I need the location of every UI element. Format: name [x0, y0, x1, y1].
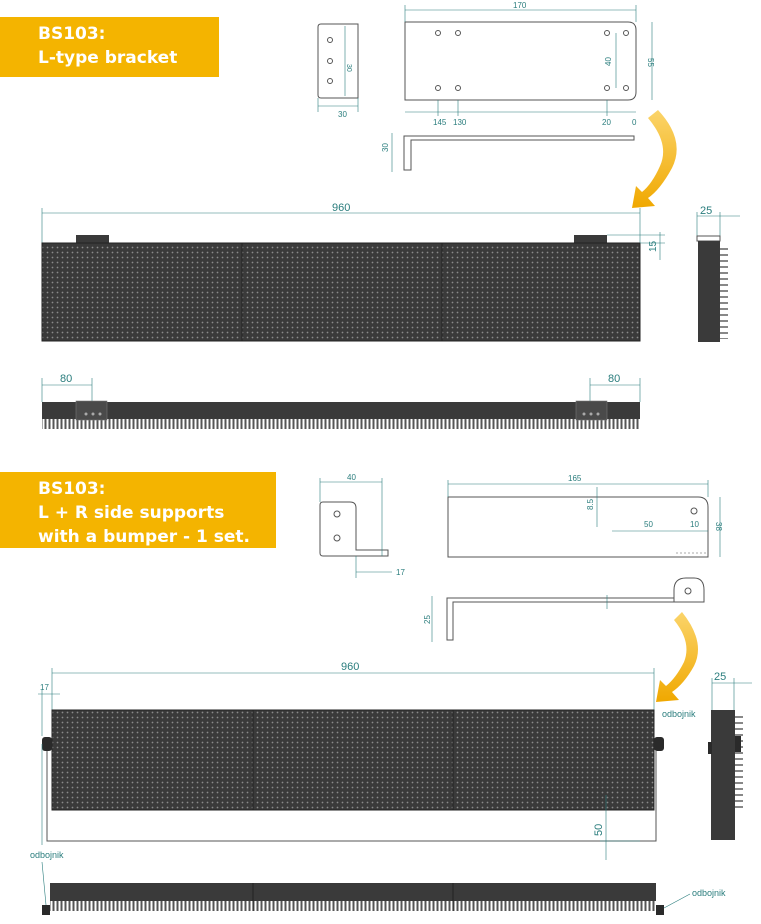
bracket-profile-view [391, 133, 635, 172]
bracket-offset-0: 0 [632, 118, 637, 127]
arrow-icon [656, 612, 698, 702]
bumper-label-top: odbojnik [662, 709, 696, 719]
panel-1-front-view [41, 208, 665, 342]
support-profile-height-dimension: 25 [423, 615, 432, 624]
support-length-dimension: 165 [568, 474, 582, 483]
bracket-height-dimension: 55 [646, 58, 655, 67]
panel-2-drop-dimension: 50 [593, 824, 605, 836]
bracket-description: L-type bracket [38, 48, 178, 68]
bracket-profile-height-dimension: 30 [381, 143, 390, 152]
support-hole-offset-50: 50 [644, 520, 653, 529]
bumper-label-bottom: odbojnik [692, 888, 726, 898]
panel-2-depth-dimension: 25 [714, 671, 726, 683]
support-hole-height-dimension: 8.5 [586, 498, 595, 510]
bracket-hole-spacing-dimension: 40 [604, 57, 613, 66]
panel-1-depth-dimension: 25 [700, 205, 712, 217]
bracket-title-banner: BS103: L-type bracket [0, 17, 219, 77]
panel-2-length-dimension: 960 [341, 661, 359, 673]
support-top-view [447, 480, 721, 558]
panel-1-left-offset-dimension: 80 [60, 373, 72, 385]
panel-1-right-offset-dimension: 80 [608, 373, 620, 385]
panel-2-top-view [41, 861, 691, 915]
support-side-view [319, 478, 392, 578]
support-height-dimension: 38 [714, 522, 723, 531]
support-description-line-1: L + R side supports [38, 503, 225, 523]
panel-1-top-view [41, 378, 641, 429]
panel-1-length-dimension: 960 [332, 202, 350, 214]
bracket-offset-145: 145 [433, 118, 447, 127]
panel-1-bracket-height-dimension: 15 [648, 240, 659, 252]
panel-1-side-view [696, 212, 740, 342]
bracket-top-view [404, 5, 653, 116]
support-profile-view [431, 577, 705, 642]
support-hole-offset-10: 10 [690, 520, 699, 529]
bracket-code: BS103: [38, 24, 106, 44]
support-title-banner: BS103: L + R side supports with a bumper… [0, 472, 276, 548]
bracket-offset-20: 20 [602, 118, 611, 127]
bracket-side-hole-dimension: 30 [345, 64, 352, 72]
panel-2-front-view [38, 668, 664, 860]
support-foot-dimension: 17 [396, 568, 405, 577]
panel-2-side-view [708, 678, 752, 840]
bracket-width-dimension: 170 [513, 1, 527, 10]
support-side-width-dimension: 40 [347, 473, 356, 482]
support-description-line-2: with a bumper - 1 set. [38, 527, 251, 547]
bracket-side-view [317, 23, 359, 112]
bumper-label-left: odbojnik [30, 850, 64, 860]
panel-2-offset-dimension: 17 [40, 683, 49, 692]
support-code: BS103: [38, 479, 106, 499]
bracket-offset-130: 130 [453, 118, 467, 127]
arrow-icon [632, 110, 677, 208]
bracket-side-width-dimension: 30 [338, 110, 347, 119]
